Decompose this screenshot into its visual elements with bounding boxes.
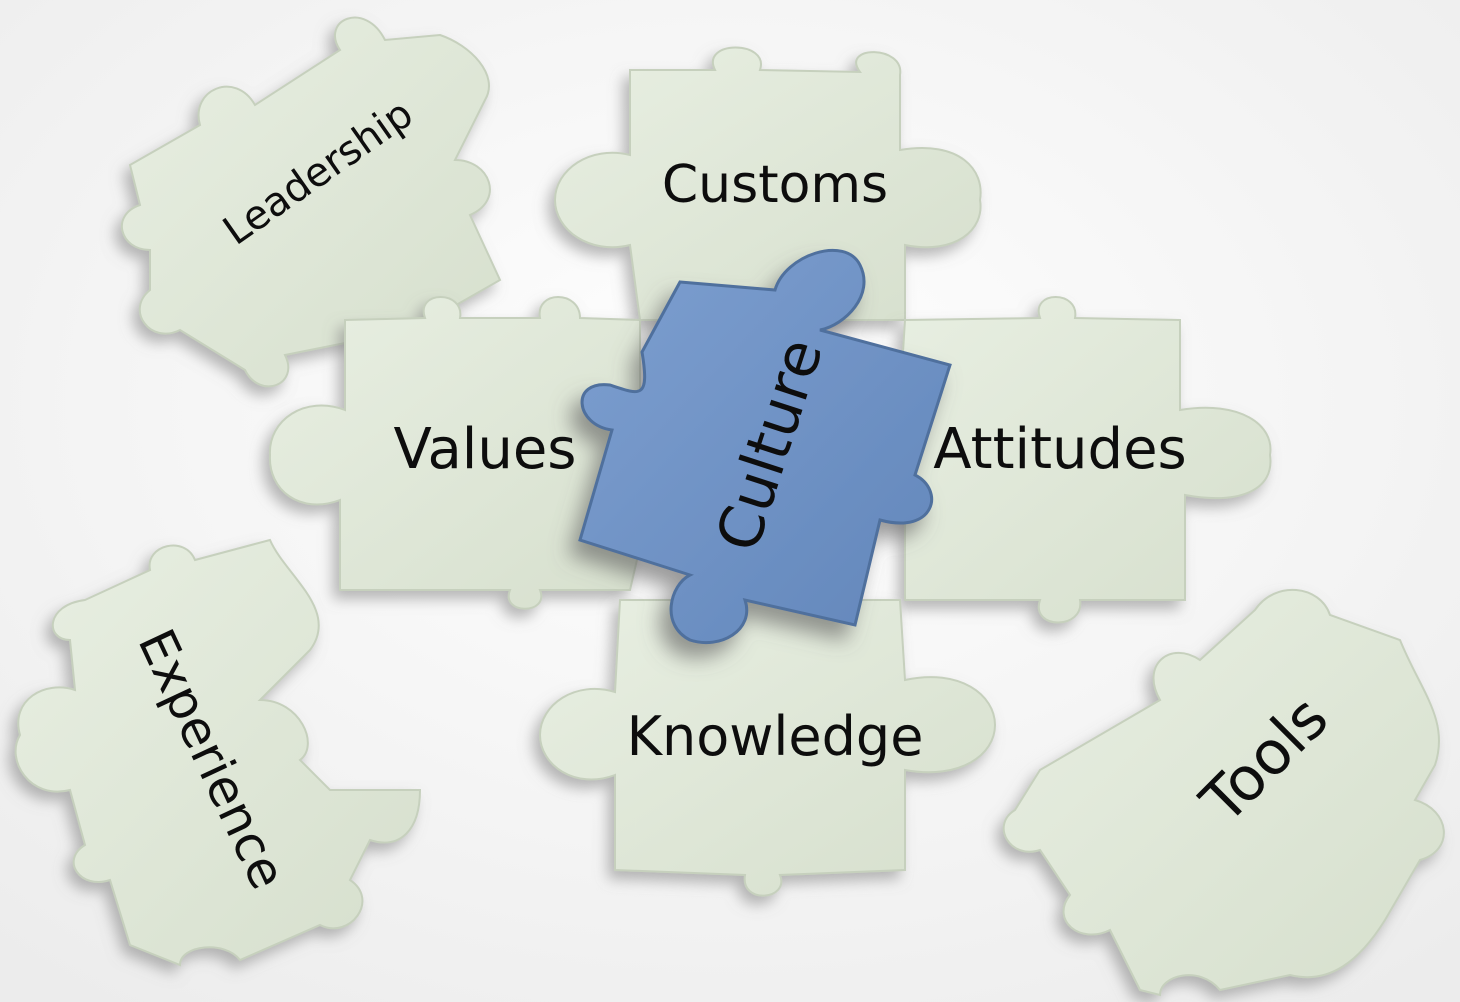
piece-tools: Tools [1002, 588, 1445, 997]
piece-attitudes: Attitudes [879, 296, 1272, 624]
piece-customs-shape [553, 46, 982, 321]
piece-culture: Culture [578, 248, 952, 645]
piece-knowledge-label: Knowledge [627, 705, 924, 768]
piece-customs: Customs [553, 46, 982, 321]
piece-culture-shape [578, 248, 952, 645]
piece-leadership: Leadership [120, 16, 502, 388]
piece-experience-shape [14, 538, 422, 967]
piece-customs-label: Customs [662, 155, 888, 215]
piece-knowledge: Knowledge [538, 599, 997, 897]
piece-leadership-shape [120, 16, 502, 388]
piece-tools-shape [1002, 588, 1445, 997]
piece-values-label: Values [394, 417, 577, 482]
piece-values-shape [268, 296, 678, 610]
piece-attitudes-label: Attitudes [933, 417, 1186, 482]
piece-experience: Experience [14, 538, 422, 967]
piece-values: Values [268, 296, 678, 610]
